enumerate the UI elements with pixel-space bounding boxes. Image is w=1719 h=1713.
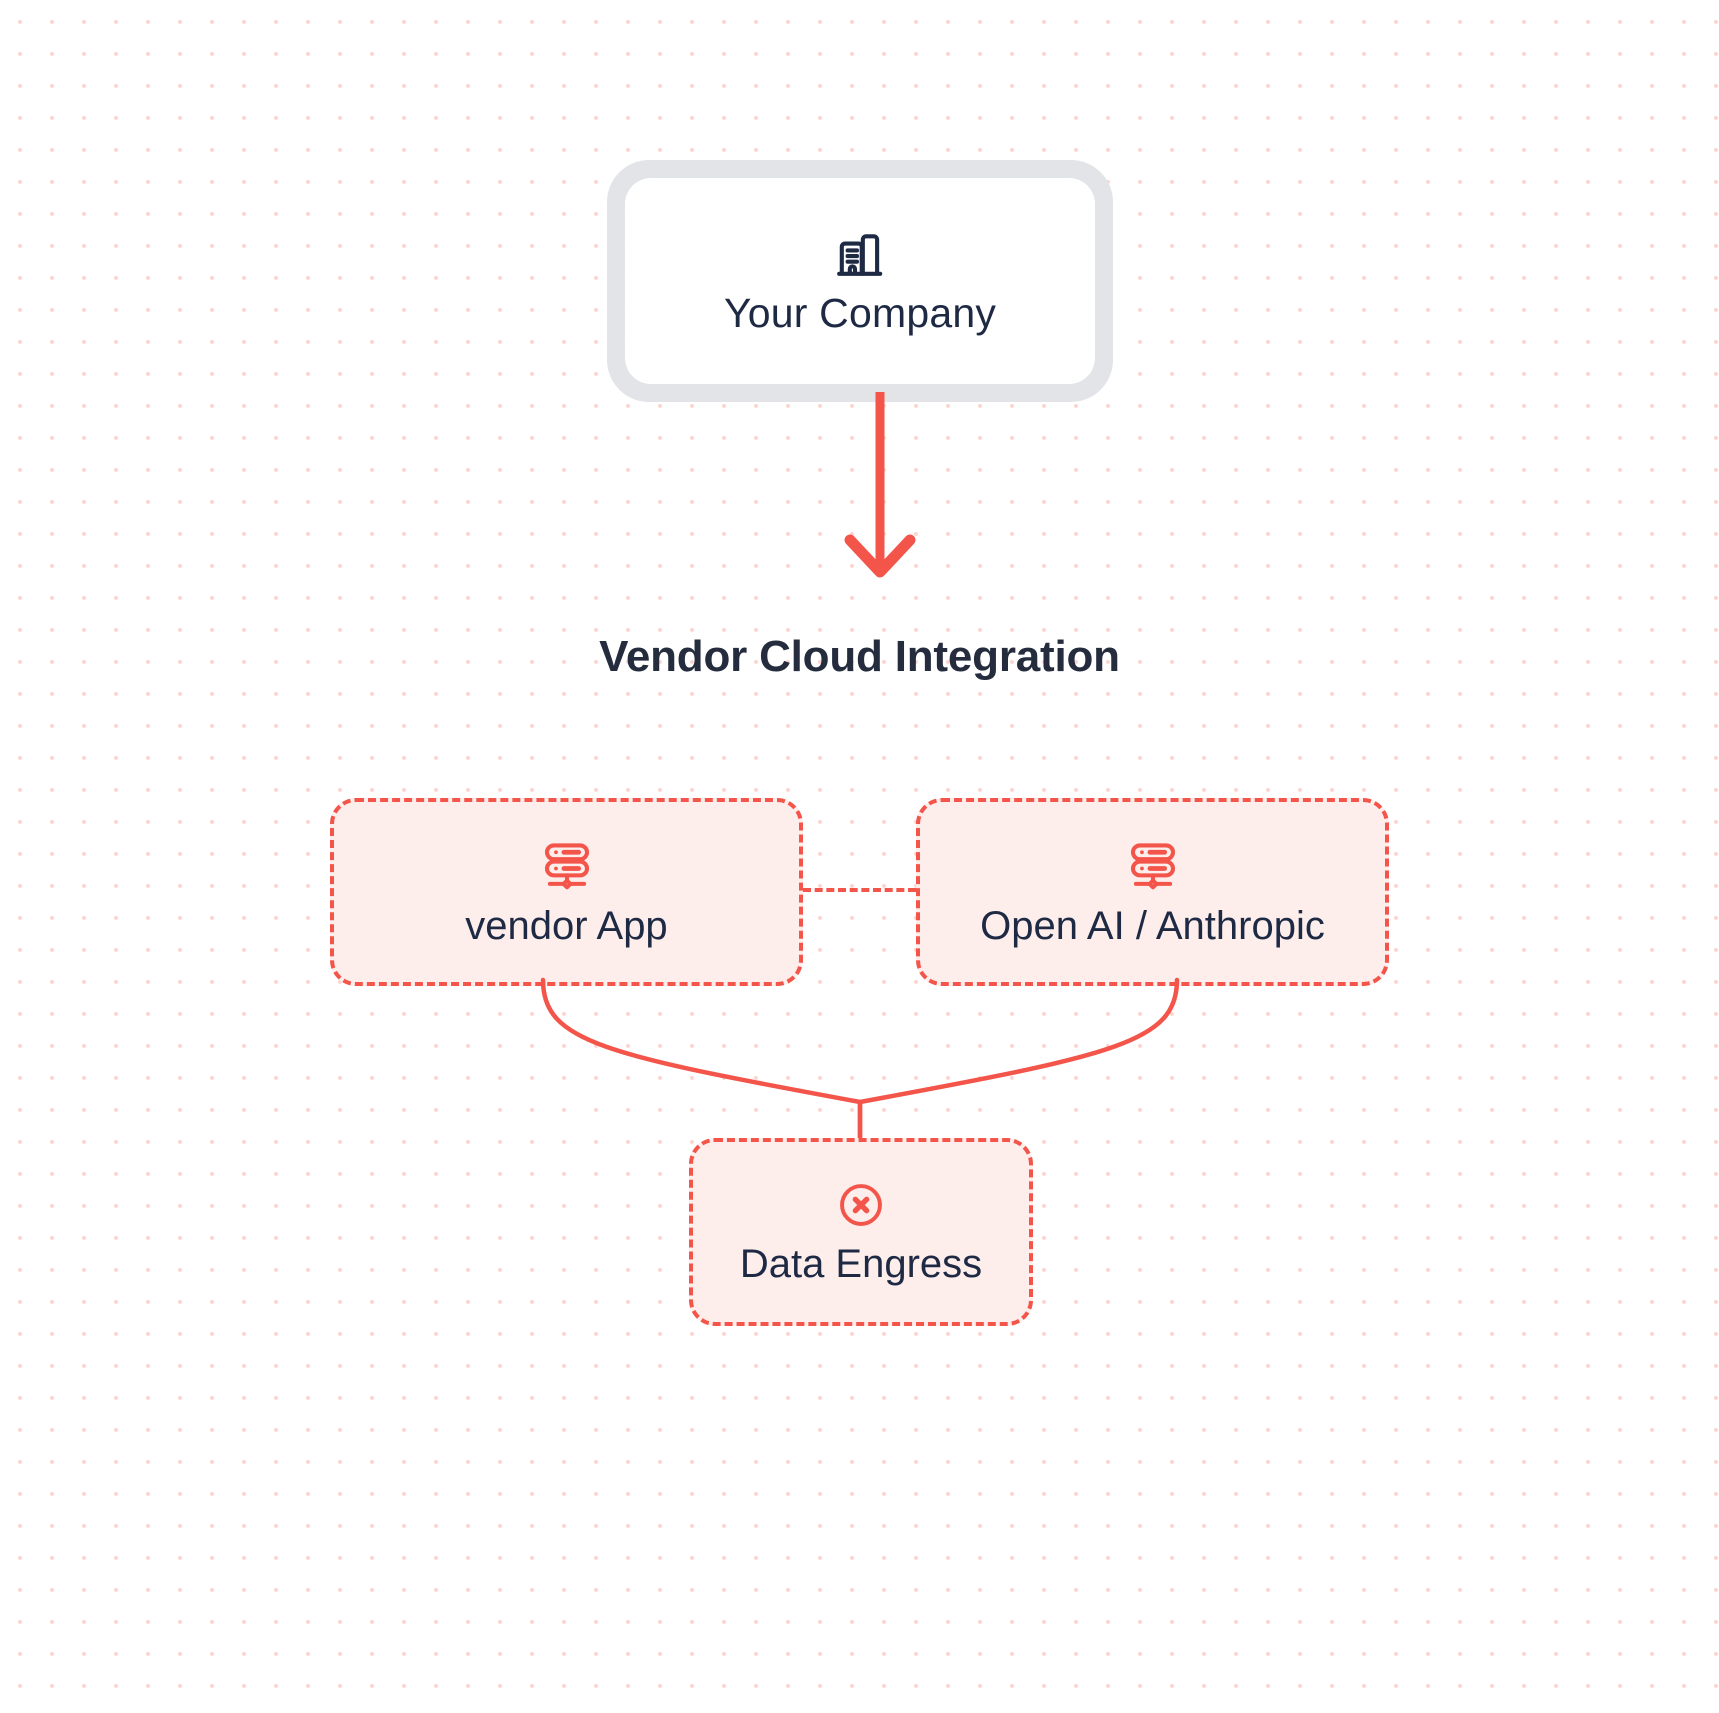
company-to-integration-arrow	[844, 392, 916, 578]
node-data-egress-label: Data Engress	[739, 1242, 983, 1286]
server-icon	[1130, 843, 1175, 890]
node-vendor-app[interactable]: vendor App	[330, 798, 803, 986]
your-company-node[interactable]: Your Company	[625, 178, 1095, 384]
server-icon	[544, 843, 589, 890]
connector-vendor-to-openai	[803, 888, 916, 892]
node-openai-anthropic-label: Open AI / Anthropic	[980, 904, 1325, 948]
your-company-label: Your Company	[723, 289, 997, 336]
building-icon	[837, 233, 883, 276]
circle-x-icon	[840, 1184, 882, 1226]
node-vendor-app-label: vendor App	[465, 904, 668, 948]
your-company-frame	[607, 160, 1113, 402]
section-title: Vendor Cloud Integration	[599, 632, 1120, 681]
connector-curves-to-egress	[540, 977, 1180, 1141]
node-data-egress[interactable]: Data Engress	[689, 1138, 1033, 1326]
node-openai-anthropic[interactable]: Open AI / Anthropic	[916, 798, 1389, 986]
